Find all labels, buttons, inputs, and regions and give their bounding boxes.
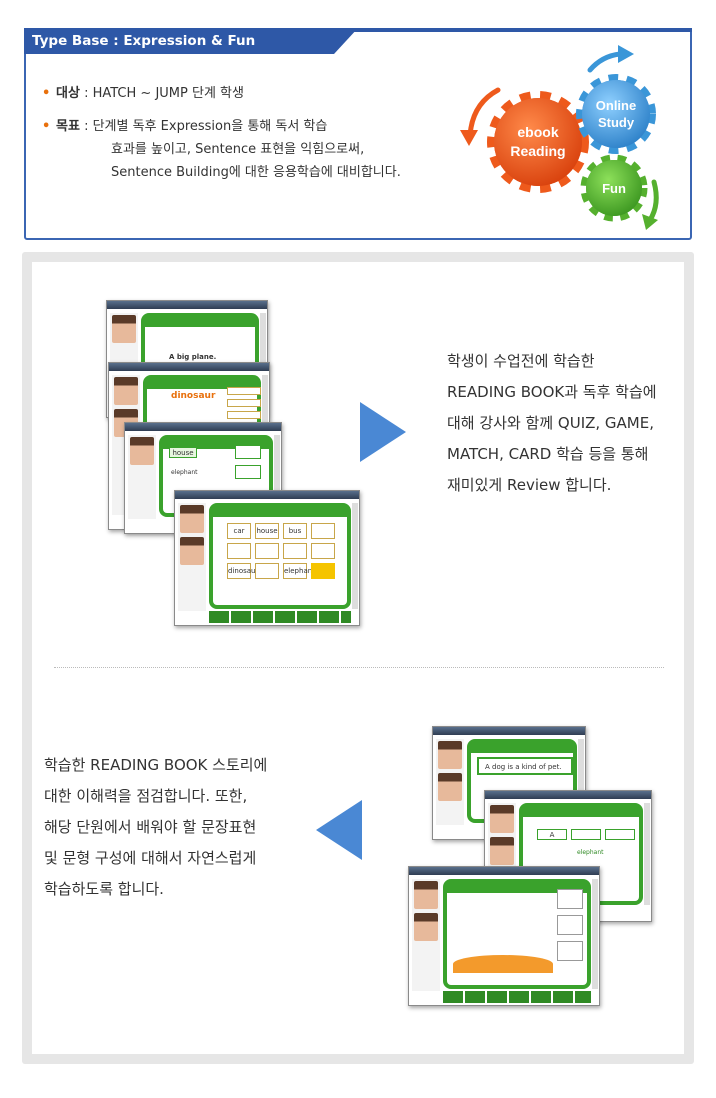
type-base-tab: Type Base : Expression & Fun <box>24 28 358 54</box>
game-card[interactable] <box>311 523 335 539</box>
avatar <box>490 805 514 833</box>
screen-blank: A elephant <box>484 790 652 922</box>
screen-storybook <box>408 866 600 1006</box>
caption-plane: A big plane. <box>169 353 217 361</box>
content-panel: A big plane. dinosaur hous <box>22 252 694 1064</box>
avatar <box>114 377 138 405</box>
game-card[interactable]: bus <box>283 523 307 539</box>
gear-icon: Fun <box>580 154 648 222</box>
section2-line: 학습한 READING BOOK 스토리에 <box>44 756 268 774</box>
tab-underline <box>326 28 692 32</box>
section2-line: 대한 이해력을 점검합니다. 또한, <box>44 787 248 805</box>
avatar <box>414 913 438 941</box>
goal-line-3: Sentence Building에 대한 응용학습에 대비합니다. <box>111 165 401 180</box>
bullet-icon: • <box>42 86 51 101</box>
target-row: • 대상 : HATCH ~ JUMP 단계 학생 <box>42 82 401 105</box>
word-elephant: elephant <box>577 849 604 856</box>
gear-ebook-line1: ebook <box>517 124 558 140</box>
word-dinosaur: dinosaur <box>171 391 216 401</box>
gears-illustration: ebook Reading Online Study Fun <box>460 45 659 230</box>
game-card[interactable]: dinosaur <box>227 563 258 579</box>
section1-line: 학생이 수업전에 학습한 <box>447 352 595 370</box>
blank-slot[interactable] <box>571 829 601 840</box>
goal-line-2: 효과를 높이고, Sentence 표현을 익힘으로써, <box>111 142 365 157</box>
game-card[interactable]: house <box>255 523 279 539</box>
avatar <box>112 315 136 343</box>
game-card[interactable] <box>311 543 335 559</box>
gear-fun: Fun <box>602 181 626 196</box>
curved-arrow-icon <box>587 45 634 73</box>
word-elephant: elephant <box>171 469 198 476</box>
target-value: HATCH ~ JUMP 단계 학생 <box>92 86 244 101</box>
blank-slot[interactable] <box>605 829 635 840</box>
avatar <box>438 741 462 769</box>
gear-icon: Online Study <box>576 74 656 154</box>
info-box: Type Base : Expression & Fun • 대상 : HATC… <box>24 28 692 240</box>
avatar <box>438 773 462 801</box>
game-card[interactable] <box>255 563 279 579</box>
section1-description: 학생이 수업전에 학습한 READING BOOK과 독후 학습에 대해 강사와… <box>447 346 657 501</box>
goal-sep: : <box>84 119 89 134</box>
gear-online-line1: Online <box>596 98 636 113</box>
screen-match: house elephant <box>124 422 282 534</box>
game-card[interactable]: car <box>227 523 251 539</box>
game-card[interactable]: elephant <box>283 563 315 579</box>
goal-row: • 목표 : 단계별 독후 Expression을 통해 독서 학습 효과를 높… <box>42 115 401 184</box>
goal-line-1: 단계별 독후 Expression을 통해 독서 학습 <box>92 119 328 134</box>
play-arrow-left-icon <box>316 800 362 860</box>
goal-key: 목표 <box>56 119 80 134</box>
avatar <box>180 537 204 565</box>
gear-ebook-line2: Reading <box>510 143 565 159</box>
blank-letter[interactable]: A <box>537 829 567 840</box>
curved-arrow-icon <box>460 87 501 146</box>
target-sep: : <box>84 86 89 101</box>
avatar <box>180 505 204 533</box>
target-key: 대상 <box>56 86 80 101</box>
gear-online-line2: Study <box>598 115 635 130</box>
gear-icon: ebook Reading <box>487 91 589 193</box>
screen-card-game: car house bus dinosaur elephant <box>174 490 360 626</box>
section2-line: 학습하도록 합니다. <box>44 880 164 898</box>
section2-line: 해당 단원에서 배워야 할 문장표현 <box>44 818 257 836</box>
game-card[interactable] <box>311 563 335 579</box>
bullet-icon: • <box>42 119 51 134</box>
section1-line: READING BOOK과 독후 학습에 <box>447 383 657 401</box>
word-house: house <box>169 447 197 458</box>
play-arrow-right-icon <box>360 402 406 462</box>
section1-line: 대해 강사와 함께 QUIZ, GAME, <box>447 414 654 432</box>
game-card[interactable] <box>255 543 279 559</box>
section2-line: 및 문형 구성에 대해서 자연스럽게 <box>44 849 257 867</box>
game-card[interactable] <box>283 543 307 559</box>
section1-line: 재미있게 Review 합니다. <box>447 476 612 494</box>
book-illustration <box>453 955 553 973</box>
game-card[interactable] <box>227 543 251 559</box>
section-divider <box>54 667 664 668</box>
curved-arrow-icon <box>642 179 659 230</box>
avatar <box>130 437 154 465</box>
info-rows: • 대상 : HATCH ~ JUMP 단계 학생 • 목표 : 단계별 독후 … <box>42 82 401 184</box>
avatar <box>414 881 438 909</box>
content-panel-inner: A big plane. dinosaur hous <box>32 262 684 1054</box>
sentence-box: A dog is a kind of pet. <box>477 757 573 775</box>
section1-line: MATCH, CARD 학습 등을 통해 <box>447 445 649 463</box>
avatar <box>490 837 514 865</box>
section2-description: 학습한 READING BOOK 스토리에 대한 이해력을 점검합니다. 또한,… <box>44 750 267 905</box>
